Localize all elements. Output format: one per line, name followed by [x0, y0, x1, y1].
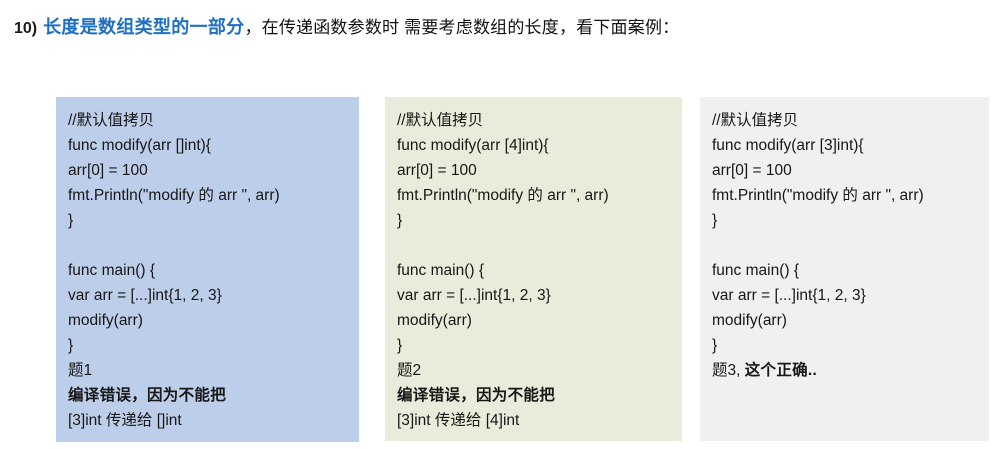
panel-2: //默认值拷贝 func modify(arr [4]int){ arr[0] = …: [385, 97, 682, 441]
code-line: }: [712, 337, 718, 354]
code-line: 题2: [397, 362, 422, 379]
code-panels-row: //默认值拷贝 func modify(arr []int){ arr[0] = 1…: [0, 97, 1006, 442]
code-line: arr[0] = 100: [397, 162, 477, 179]
code-line: [68, 233, 351, 258]
code-line: fmt.Println("modify 的 arr ", arr): [712, 187, 924, 204]
panel-3: //默认值拷贝 func modify(arr [3]int){ arr[0] = …: [700, 97, 989, 441]
code-line: var arr = [...]int{1, 2, 3}: [712, 287, 866, 304]
code-line: }: [397, 212, 403, 229]
code-line: [397, 233, 674, 258]
code-line: arr[0] = 100: [68, 162, 148, 179]
code-line: modify(arr): [397, 312, 472, 329]
code-line: func modify(arr []int){: [68, 137, 211, 154]
code-line: func modify(arr [4]int){: [397, 137, 549, 154]
code-line-text: 题3,: [712, 362, 745, 379]
code-line: 题1: [68, 362, 93, 379]
code-line-emphasis: 这个正确..: [744, 362, 818, 379]
code-line: var arr = [...]int{1, 2, 3}: [397, 287, 551, 304]
code-line: //默认值拷贝: [397, 112, 484, 129]
code-line: [712, 233, 981, 258]
page-title: 10) 长度是数组类型的一部分，在传递函数参数时 需要考虑数组的长度，看下面案例：: [14, 16, 679, 40]
page-title-rest: ，在传递函数参数时 需要考虑数组的长度，看下面案例：: [244, 18, 680, 37]
code-line: }: [68, 337, 74, 354]
code-line: var arr = [...]int{1, 2, 3}: [68, 287, 222, 304]
code-line: 编译错误，因为不能把: [68, 387, 227, 404]
item-number: 10): [14, 20, 38, 37]
code-line: [3]int 传递给 [4]int: [397, 412, 520, 429]
code-line: //默认值拷贝: [68, 112, 155, 129]
page-title-highlight: 长度是数组类型的一部分: [43, 17, 245, 37]
panel-1: //默认值拷贝 func modify(arr []int){ arr[0] = 1…: [56, 97, 359, 442]
code-line: arr[0] = 100: [712, 162, 792, 179]
code-line: func modify(arr [3]int){: [712, 137, 864, 154]
code-line: }: [397, 337, 403, 354]
code-line: 编译错误，因为不能把: [397, 387, 556, 404]
code-line: fmt.Println("modify 的 arr ", arr): [397, 187, 609, 204]
code-line: func main() {: [397, 262, 485, 279]
code-line: func main() {: [712, 262, 800, 279]
code-line: //默认值拷贝: [712, 112, 799, 129]
code-line: [3]int 传递给 []int: [68, 412, 182, 429]
code-line: fmt.Println("modify 的 arr ", arr): [68, 187, 280, 204]
code-line: }: [68, 212, 74, 229]
code-line: modify(arr): [712, 312, 787, 329]
code-line: modify(arr): [68, 312, 143, 329]
code-line: 题3, 这个正确..: [712, 358, 981, 383]
code-line: func main() {: [68, 262, 156, 279]
code-line: }: [712, 212, 718, 229]
